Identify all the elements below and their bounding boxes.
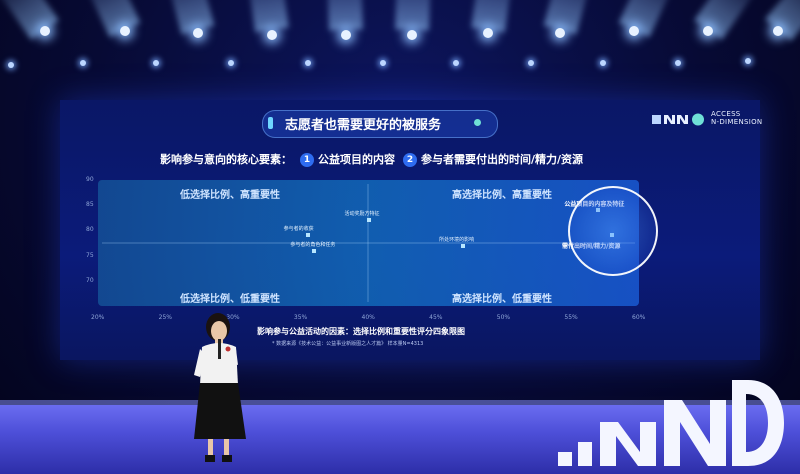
factor-2-text: 参与者需要付出的时间/精力/资源 [421, 153, 584, 166]
stage-floor-edge [0, 400, 800, 406]
title-dot-icon [474, 119, 481, 126]
title-accent-bar [268, 117, 273, 129]
slide-title: 志愿者也需要更好的被服务 [285, 118, 442, 133]
logo-wordmark: ACCESS N-DIMENSION [711, 110, 762, 126]
x-tick-label: 45% [429, 314, 443, 321]
quadrant-chart [98, 180, 639, 306]
highlight-circle [568, 186, 658, 276]
slide-subtitle: 影响参与意向的核心要素： 1 公益项目的内容 2 参与者需要付出的时间/精力/资源 [160, 151, 583, 167]
quadrant-dividers [102, 184, 635, 302]
y-tick-label: 75 [86, 251, 94, 259]
nd-logo-icon [652, 113, 704, 126]
x-tick-label: 40% [361, 314, 375, 321]
slide-title-box [262, 110, 498, 138]
data-point-label: 所处环境的影响 [439, 236, 475, 243]
x-tick-label: 35% [293, 314, 308, 321]
quadrant-bottom-left-label: 低选择比例、低重要性 [180, 294, 280, 305]
data-point-label: 活动奖励方特征 [344, 211, 380, 218]
x-tick-label: 60% [632, 314, 646, 321]
logo-line-2: N-DIMENSION [711, 118, 763, 126]
y-tick-label: 70 [86, 276, 94, 284]
factor-1-badge: 1 [300, 153, 314, 167]
x-tick-label: 30% [226, 314, 240, 321]
y-tick-label: 90 [86, 176, 94, 183]
quadrant-top-left-label: 低选择比例、高重要性 [180, 190, 280, 201]
data-point [312, 248, 317, 253]
x-tick-label: 50% [496, 314, 511, 321]
x-tick-label: 55% [564, 314, 578, 321]
y-tick-label: 80 [86, 226, 94, 234]
quadrant-bottom-right-label: 高选择比例、低重要性 [452, 294, 552, 305]
logo-line-1: ACCESS [711, 110, 741, 118]
speaker-figure [194, 313, 246, 462]
data-point [461, 243, 466, 248]
data-point-label: 参与者的收获 [283, 226, 314, 233]
x-tick-label: 20% [91, 314, 105, 321]
data-point-label: 参与者的角色和任务 [290, 241, 336, 248]
factor-2-badge: 2 [403, 153, 417, 167]
source-note: * 数据来源《技术公益：公益事业新版图之人才篇》 样本量N=4313 [272, 341, 424, 347]
factor-1-text: 公益项目的内容 [318, 153, 395, 166]
y-tick-label: 85 [86, 201, 94, 209]
stage-nd-logo [558, 380, 784, 466]
chart-caption: 影响参与公益活动的因素：选择比例和重要性评分四象限图 [257, 327, 465, 336]
x-tick-label: 25% [158, 314, 172, 321]
data-point [366, 218, 371, 223]
subtitle-prefix: 影响参与意向的核心要素： [160, 153, 292, 166]
data-point [305, 233, 310, 238]
quadrant-top-right-label: 高选择比例、高重要性 [452, 190, 552, 201]
